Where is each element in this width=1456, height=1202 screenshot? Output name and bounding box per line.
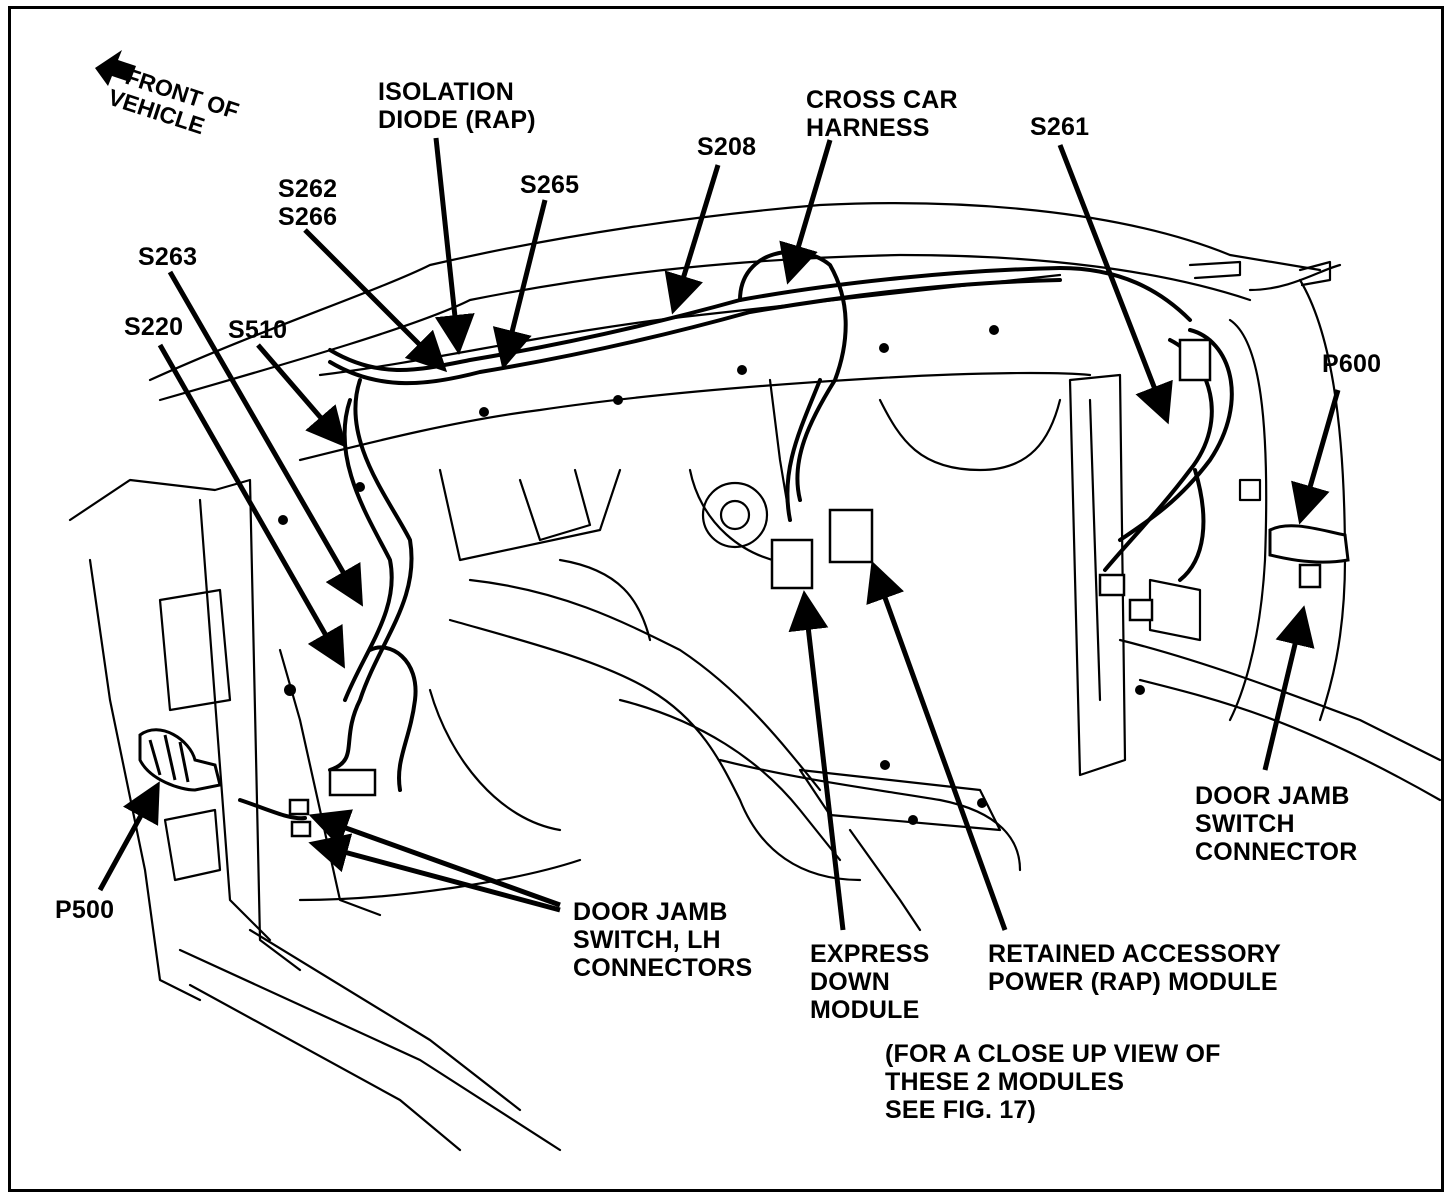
front-direction-arrow [95, 50, 136, 86]
isolation-diode-label: ISOLATION DIODE (RAP) [378, 78, 536, 134]
arrow-lh-connector-2 [308, 833, 561, 913]
modules [288, 338, 1322, 838]
p500-label: P500 [55, 896, 115, 924]
s510-label: S510 [228, 316, 288, 344]
arrow-p600 [1291, 389, 1341, 525]
cross-car-harness-label: CROSS CAR HARNESS [806, 86, 958, 142]
close-up-note: (FOR A CLOSE UP VIEW OF THESE 2 MODULES … [885, 1040, 1221, 1124]
arrow-lh-connector-1 [308, 809, 561, 908]
arrow-rap-module [866, 560, 1008, 931]
arrow-s261 [1057, 144, 1173, 425]
s262-s266-label: S262 S266 [278, 175, 338, 231]
leader-arrows [97, 137, 1341, 931]
p600-label: P600 [1322, 350, 1382, 378]
arrow-p500 [97, 781, 160, 892]
p500-grommet [138, 728, 222, 792]
arrow-s262-s266 [303, 228, 448, 373]
rap-module-label: RETAINED ACCESSORY POWER (RAP) MODULE [988, 940, 1281, 996]
s263-label: S263 [138, 243, 198, 271]
screw-markers [278, 325, 1145, 825]
p600-connector [1268, 524, 1350, 564]
door-jamb-switch-connector-label: DOOR JAMB SWITCH CONNECTOR [1195, 782, 1358, 866]
diagram-frame [8, 6, 1444, 1192]
arrow-s208 [664, 164, 721, 315]
door-jamb-switch-lh-label: DOOR JAMB SWITCH, LH CONNECTORS [573, 898, 753, 982]
s208-label: S208 [697, 133, 757, 161]
arrow-isolation-diode [433, 137, 475, 355]
arrow-s263 [167, 270, 363, 607]
express-down-module-box [770, 538, 814, 590]
s261-label: S261 [1030, 113, 1090, 141]
body-structure-lines [68, 202, 1442, 1152]
arrow-door-jamb-connector [1262, 605, 1315, 771]
arrow-express-down [788, 590, 846, 931]
arrow-s220 [157, 343, 345, 669]
arrow-s510 [256, 343, 347, 448]
rap-module-box [828, 508, 874, 564]
arrow-cross-car-harness [779, 139, 833, 285]
arrow-s265 [492, 199, 548, 370]
s265-label: S265 [520, 171, 580, 199]
s220-label: S220 [124, 313, 184, 341]
express-down-module-label: EXPRESS DOWN MODULE [810, 940, 930, 1024]
wiring-harness [238, 249, 1234, 821]
